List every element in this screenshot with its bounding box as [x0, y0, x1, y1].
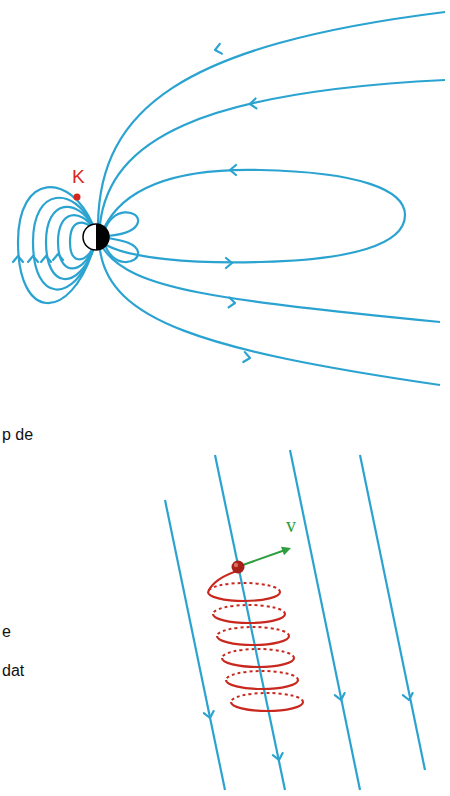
helix-back — [208, 583, 303, 702]
text-fragment: p de — [2, 426, 33, 444]
helix-front — [208, 570, 303, 711]
velocity-label: v — [286, 514, 296, 536]
text-fragment: e — [2, 623, 11, 641]
field-arrows — [13, 44, 256, 363]
earth-symbol — [83, 224, 109, 250]
text-fragment: dat — [2, 662, 24, 680]
particle — [232, 561, 245, 574]
field-lines — [18, 12, 445, 385]
position-dot — [74, 194, 81, 201]
point-label: K — [72, 167, 85, 188]
velocity-arrow — [240, 544, 293, 566]
field-lines — [165, 450, 425, 790]
